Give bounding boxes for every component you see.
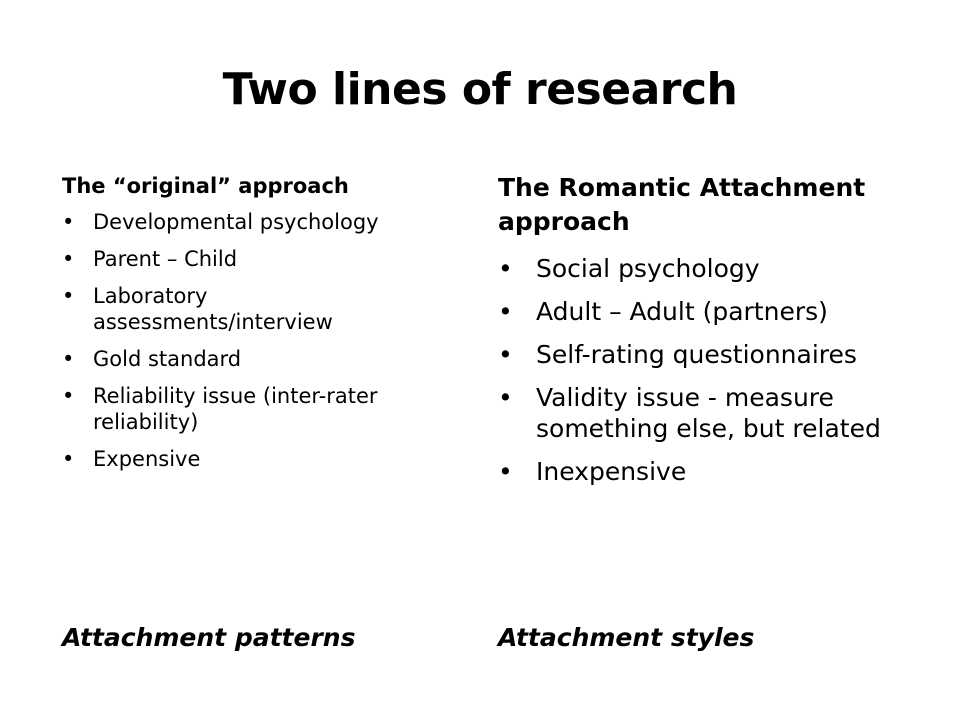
list-item: • Validity issue - measure something els… — [498, 382, 898, 444]
list-item: • Self-rating questionnaires — [498, 339, 898, 370]
list-item: • Reliability issue (inter-rater reliabi… — [62, 383, 442, 435]
bullet-icon: • — [62, 447, 75, 471]
bullet-text: Expensive — [93, 447, 201, 471]
right-footer-label: Attachment styles — [498, 623, 755, 652]
list-item: • Social psychology — [498, 253, 898, 284]
left-column: The “original” approach • Developmental … — [62, 171, 442, 483]
list-item: • Gold standard — [62, 346, 442, 372]
list-item: • Laboratory assessments/interview — [62, 283, 442, 335]
slide-title: Two lines of research — [222, 64, 738, 115]
list-item: • Inexpensive — [498, 456, 898, 487]
bullet-text: Laboratory assessments/interview — [93, 284, 333, 334]
bullet-icon: • — [62, 247, 75, 271]
bullet-icon: • — [498, 297, 513, 326]
bullet-text: Parent – Child — [93, 247, 238, 271]
left-column-heading: The “original” approach — [62, 174, 349, 198]
bullet-icon: • — [62, 210, 75, 234]
bullet-icon: • — [62, 284, 75, 308]
bullet-icon: • — [498, 457, 513, 486]
list-item: • Expensive — [62, 446, 442, 472]
right-column: The Romantic Attachment approach • Socia… — [498, 171, 898, 499]
left-bullet-list: • Developmental psychology • Parent – Ch… — [62, 209, 442, 472]
bullet-icon: • — [62, 384, 75, 408]
bullet-text: Adult – Adult (partners) — [536, 297, 828, 326]
bullet-icon: • — [498, 383, 513, 412]
bullet-text: Social psychology — [536, 254, 760, 283]
bullet-icon: • — [498, 340, 513, 369]
left-footer-label: Attachment patterns — [62, 623, 356, 652]
bullet-text: Inexpensive — [536, 457, 687, 486]
right-column-heading: The Romantic Attachment approach — [498, 173, 866, 236]
bullet-text: Developmental psychology — [93, 210, 379, 234]
bullet-text: Validity issue - measure something else,… — [536, 383, 881, 443]
bullet-text: Reliability issue (inter-rater reliabili… — [93, 384, 378, 434]
right-bullet-list: • Social psychology • Adult – Adult (par… — [498, 253, 898, 487]
bullet-text: Gold standard — [93, 347, 242, 371]
list-item: • Parent – Child — [62, 246, 442, 272]
list-item: • Adult – Adult (partners) — [498, 296, 898, 327]
bullet-text: Self-rating questionnaires — [536, 340, 857, 369]
list-item: • Developmental psychology — [62, 209, 442, 235]
bullet-icon: • — [498, 254, 513, 283]
bullet-icon: • — [62, 347, 75, 371]
